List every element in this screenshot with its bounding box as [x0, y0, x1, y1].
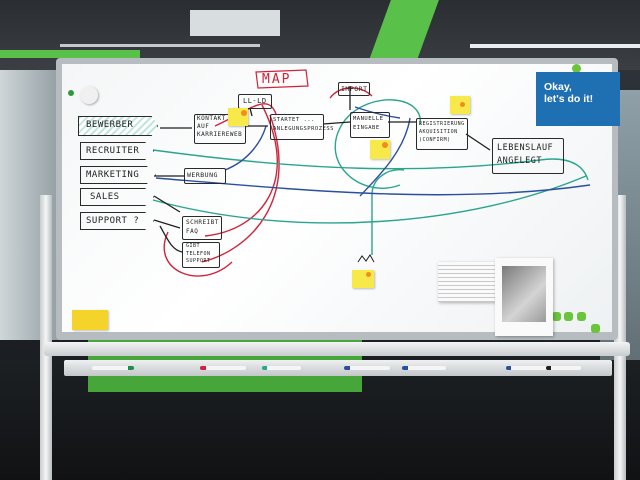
- magnet-white: [80, 86, 98, 104]
- role-recruiter-label: RECRUITER: [86, 146, 140, 156]
- box-schreibt: [182, 216, 222, 240]
- marker-6: [506, 366, 547, 370]
- sticky-dot-4: [366, 272, 371, 277]
- box-registrierung-label: REGISTRIERUNG AKQUISITION (CONFIRM): [419, 121, 465, 143]
- box-werbung: [184, 168, 226, 184]
- sticky-dot-3: [382, 142, 388, 148]
- role-recruiter-tag: [80, 142, 154, 160]
- box-registrierung: [416, 118, 468, 150]
- box-started: [270, 114, 324, 140]
- marker-1: [92, 366, 134, 370]
- poster-text: Okay, let's do it!: [544, 81, 594, 105]
- ceiling-light-panel: [190, 10, 280, 36]
- marker-3: [262, 366, 301, 370]
- box-kontakt-label: KONTAKT AUF KARRIEREWEB: [197, 115, 243, 138]
- magnet-row-2: [564, 312, 573, 321]
- role-marketing-tag: [80, 166, 156, 184]
- box-ll-ld-label: LL-LD: [243, 97, 267, 105]
- marker-5: [402, 366, 446, 370]
- sticky-dot-2: [460, 102, 465, 107]
- marker-7: [546, 366, 581, 370]
- marker-tray: [64, 360, 612, 376]
- marker-2: [200, 366, 246, 370]
- box-gibt-label: GIBT TELEFON SUPPORT: [186, 243, 211, 264]
- printed-sheet-1: [438, 262, 496, 302]
- sticky-dot-1: [241, 110, 247, 116]
- ceiling-light-line-2: [60, 44, 260, 47]
- box-import: [338, 82, 370, 96]
- box-gibt: [182, 242, 220, 268]
- box-ll-ld: [238, 94, 272, 109]
- ceiling-light-line: [470, 44, 640, 48]
- role-support-label: SUPPORT ?: [86, 216, 140, 226]
- box-manuelle-label: MANUELLE EINGABE: [353, 116, 384, 131]
- marker-tray-lip: [44, 342, 630, 356]
- box-werbung-label: WERBUNG: [187, 171, 218, 179]
- box-schreibt-label: SCHREIBT FAQ: [186, 219, 219, 235]
- magnet-row-1: [552, 312, 561, 321]
- board-title: MAP: [262, 72, 292, 87]
- magnet-row-3: [577, 312, 586, 321]
- okay-poster: Okay, let's do it!: [536, 72, 620, 126]
- green-ceiling-strip-left: [0, 50, 140, 58]
- printed-sheet-2-photo: [502, 266, 546, 322]
- sticky-note-large: [72, 310, 108, 330]
- box-kontakt: [194, 114, 246, 144]
- role-support-tag: [80, 212, 154, 230]
- box-started-label: STARTET ... ANLEGUNGSPROZESS: [273, 117, 334, 132]
- box-lebenslauf-label: LEBENSLAUF ANGELEGT: [497, 143, 554, 166]
- box-lebenslauf: [492, 138, 564, 174]
- magnet-row-4: [591, 324, 600, 333]
- stand-pole-left: [40, 195, 52, 480]
- box-import-label: IMPORT: [341, 85, 368, 93]
- role-bewerber-label: BEWERBER: [86, 120, 134, 130]
- magnet-top-left: [68, 90, 74, 96]
- marker-4: [344, 366, 390, 370]
- role-sales-label: SALES: [90, 192, 120, 202]
- role-bewerber-tag: [78, 116, 158, 136]
- magnet-poster: [572, 64, 581, 73]
- box-manuelle: [350, 112, 390, 138]
- role-marketing-label: MARKETING: [86, 170, 140, 180]
- role-sales-tag: [80, 188, 154, 206]
